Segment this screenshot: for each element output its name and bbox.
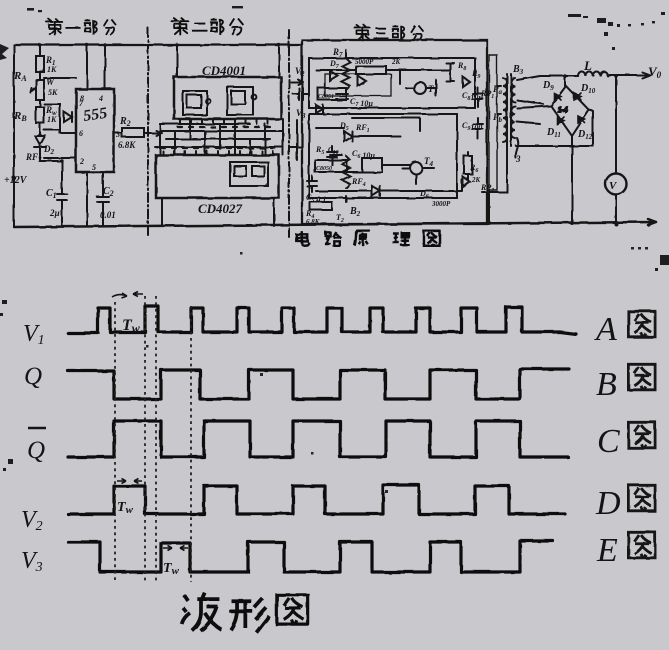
svg-text:R8: R8 (457, 61, 466, 72)
svg-text:D2: D2 (43, 144, 55, 156)
svg-text:RF4: RF4 (351, 177, 366, 188)
svg-text:Tw: Tw (117, 500, 134, 516)
svg-text:C9100: C9100 (462, 121, 482, 132)
svg-text:R4: R4 (305, 209, 314, 220)
svg-text:R9: R9 (471, 69, 480, 80)
svg-text:R6: R6 (469, 163, 478, 174)
svg-text:RF1: RF1 (355, 123, 370, 134)
svg-text:C1: C1 (46, 188, 57, 200)
svg-text:E: E (596, 532, 618, 569)
svg-text:L: L (583, 58, 592, 73)
svg-text:R2: R2 (119, 116, 131, 128)
svg-text:V: V (609, 180, 618, 192)
svg-text:C8051: C8051 (318, 94, 334, 100)
svg-text:C810µ: C810µ (462, 91, 483, 102)
svg-text:C10: C10 (328, 146, 339, 156)
svg-text:R7: R7 (332, 47, 343, 59)
svg-text:8: 8 (80, 94, 84, 103)
svg-text:B2: B2 (349, 206, 361, 218)
svg-text:1K: 1K (47, 65, 57, 74)
svg-text:Q: Q (24, 363, 42, 390)
svg-text:5000P: 5000P (355, 58, 374, 66)
svg-text:C7 10µ: C7 10µ (350, 97, 373, 108)
svg-text:V2: V2 (295, 66, 305, 78)
svg-text:T4: T4 (424, 156, 434, 168)
svg-text:R5: R5 (315, 145, 324, 156)
svg-text:C8050: C8050 (316, 166, 332, 172)
svg-text:2K: 2K (471, 176, 482, 184)
svg-text:B3: B3 (512, 64, 524, 76)
svg-text:Pa: Pa (493, 84, 503, 96)
svg-text:6.8K: 6.8K (118, 140, 136, 150)
svg-text:A: A (594, 311, 617, 348)
svg-text:R1: R1 (45, 55, 56, 67)
svg-text:C: C (597, 423, 620, 460)
svg-text:6.8K: 6.8K (306, 218, 321, 226)
svg-text:B: B (596, 366, 617, 403)
svg-text:2K: 2K (391, 58, 402, 66)
svg-text:5: 5 (92, 163, 96, 172)
svg-text:C5 0.1: C5 0.1 (306, 193, 326, 204)
svg-text:2µ: 2µ (49, 208, 60, 218)
svg-text:1K: 1K (47, 115, 57, 124)
svg-text:6: 6 (79, 129, 83, 138)
svg-text:RP2: RP2 (480, 183, 494, 194)
svg-text:C6 10µ: C6 10µ (352, 149, 375, 160)
svg-text:7: 7 (79, 99, 84, 108)
svg-text:D6: D6 (419, 189, 429, 200)
svg-text:T2: T2 (336, 213, 344, 224)
svg-text:RF7: RF7 (25, 152, 42, 164)
svg-text:5K: 5K (48, 88, 58, 97)
svg-text:0.01: 0.01 (100, 210, 116, 220)
svg-text:Q: Q (27, 437, 45, 464)
svg-text:1-4: 1-4 (558, 106, 568, 114)
svg-text:+12V: +12V (4, 175, 28, 186)
svg-text:4: 4 (98, 94, 103, 103)
svg-text:T1: T1 (428, 84, 437, 96)
svg-text:3: 3 (115, 130, 120, 139)
svg-text:3000P: 3000P (431, 200, 451, 208)
svg-text:2: 2 (79, 157, 84, 166)
svg-text:V3: V3 (296, 108, 306, 120)
svg-text:3: 3 (515, 154, 521, 164)
svg-text:Tw: Tw (163, 561, 180, 577)
svg-text:RP1: RP1 (480, 89, 494, 100)
svg-text:C2: C2 (103, 186, 114, 198)
svg-text:CD4001: CD4001 (202, 63, 246, 78)
svg-text:RA: RA (13, 70, 27, 83)
svg-text:D5: D5 (339, 121, 349, 132)
svg-text:D7: D7 (329, 59, 340, 70)
svg-text:555: 555 (82, 105, 108, 125)
svg-text:W: W (46, 77, 55, 87)
svg-text:Tw: Tw (122, 317, 141, 335)
svg-text:Pb: Pb (493, 112, 503, 124)
svg-text:D: D (595, 485, 621, 522)
svg-text:CD4027: CD4027 (198, 201, 243, 216)
svg-text:RB: RB (13, 110, 27, 123)
